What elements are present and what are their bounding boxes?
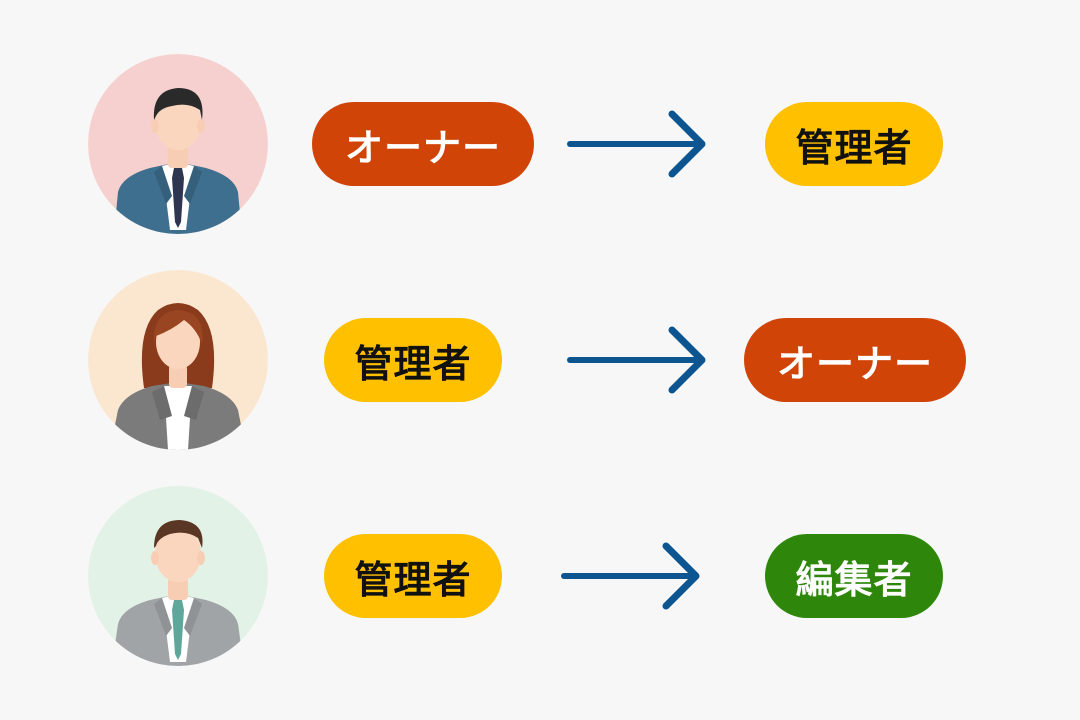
arrow-right-icon xyxy=(560,540,710,612)
from-role-badge: 管理者 xyxy=(324,534,502,618)
role-change-row-1: オーナー 管理者 xyxy=(0,50,1080,240)
to-role-badge: 管理者 xyxy=(765,102,943,186)
role-change-row-2: 管理者 オーナー xyxy=(0,266,1080,456)
role-change-row-3: 管理者 編集者 xyxy=(0,482,1080,672)
from-role-badge: 管理者 xyxy=(324,318,502,402)
woman-in-suit-icon xyxy=(88,270,268,450)
arrow-right-icon xyxy=(566,324,716,396)
from-role-badge: オーナー xyxy=(312,102,534,186)
man-in-suit-icon xyxy=(88,54,268,234)
to-role-badge: 編集者 xyxy=(765,534,943,618)
man-in-gray-suit-icon xyxy=(88,486,268,666)
to-role-badge: オーナー xyxy=(744,318,966,402)
arrow-right-icon xyxy=(566,108,716,180)
